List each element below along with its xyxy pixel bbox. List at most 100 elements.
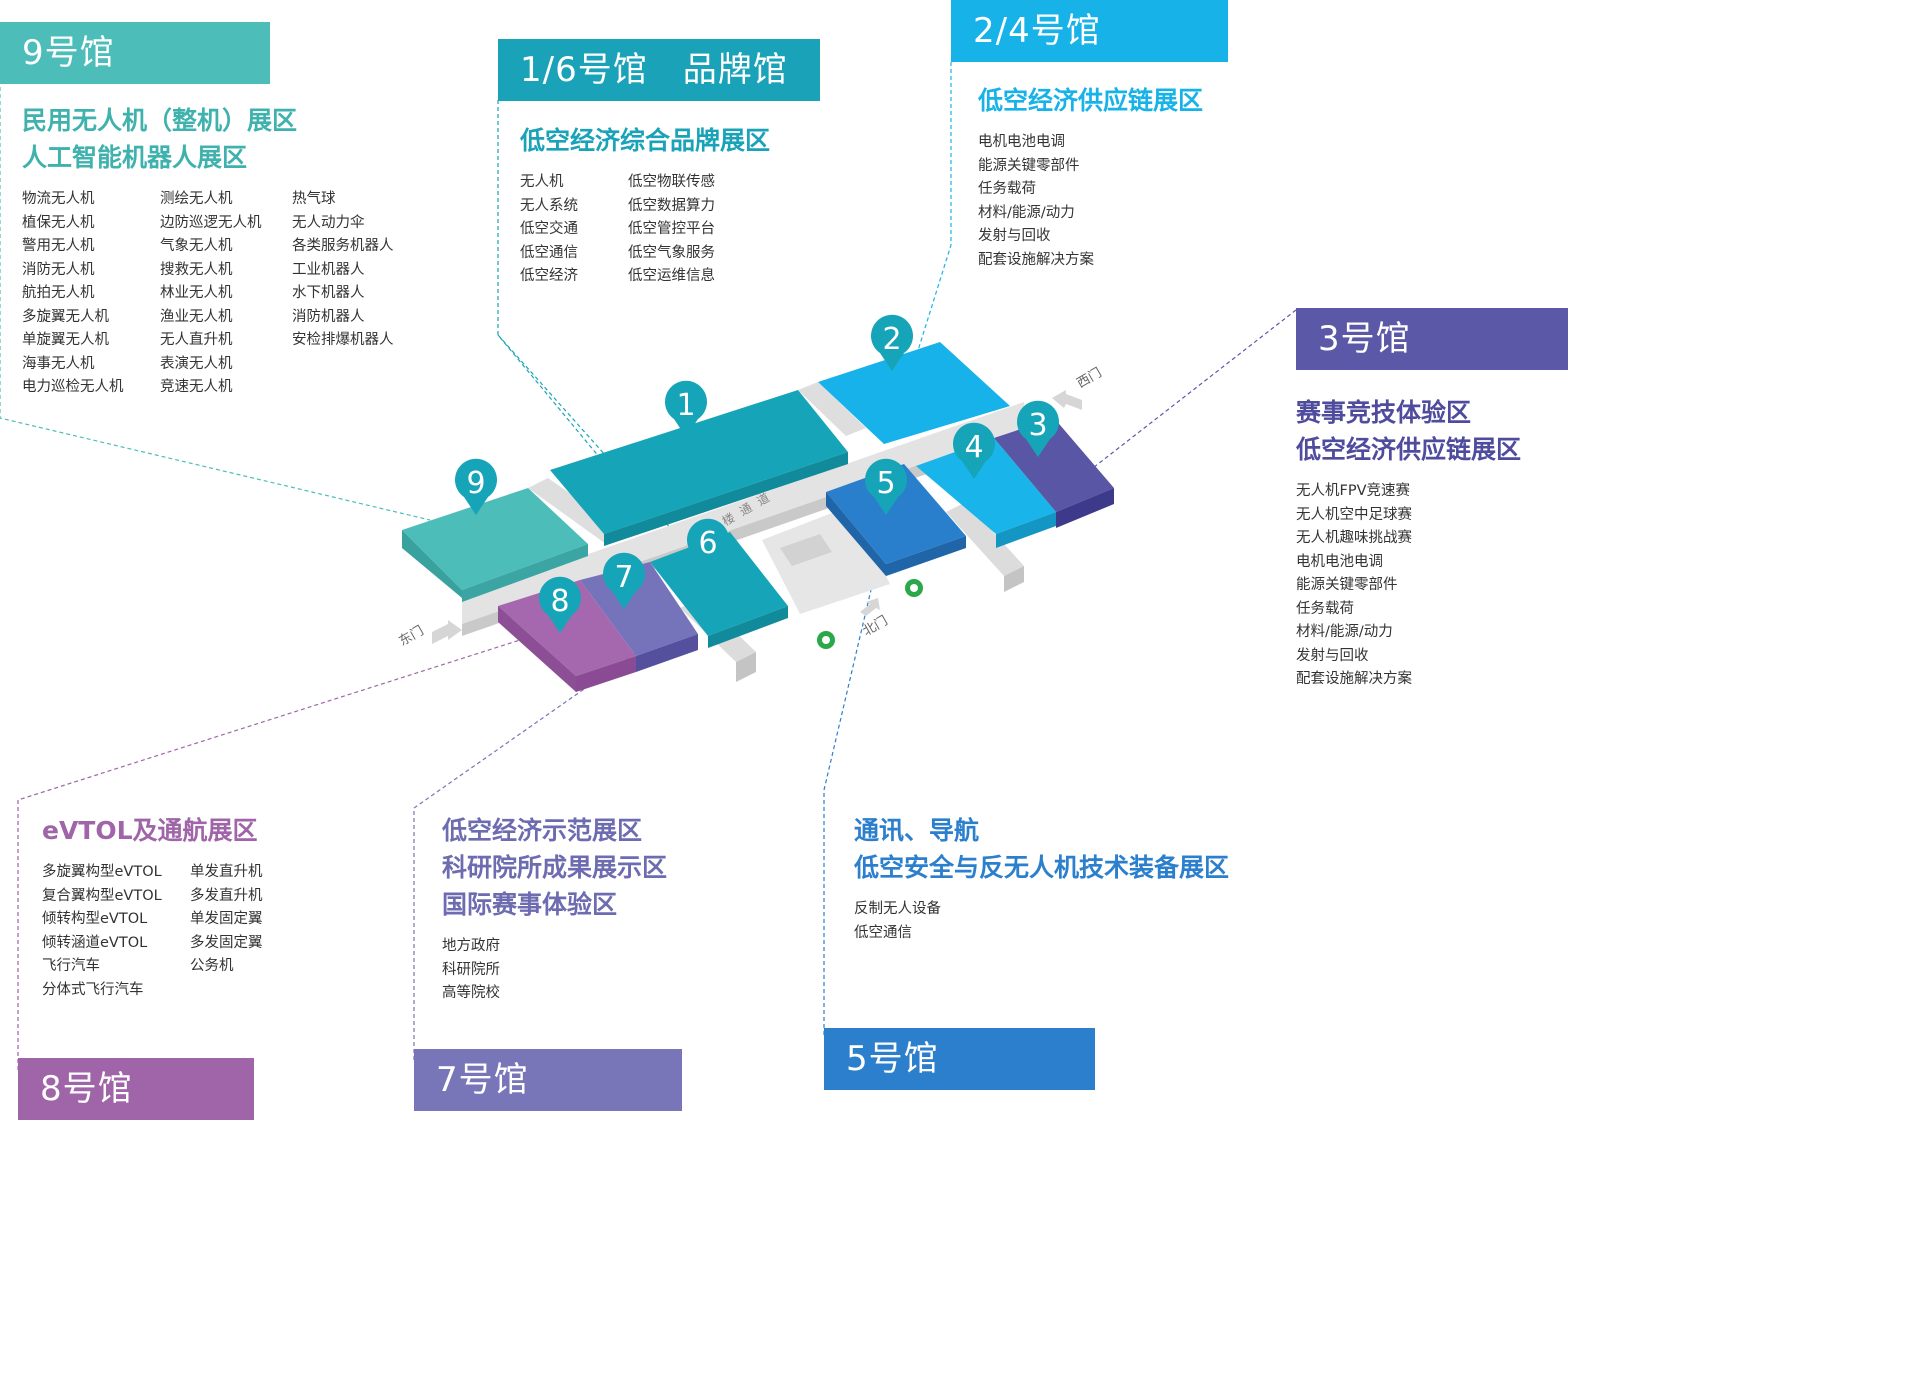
exhibit-item: 单旋翼无人机: [22, 332, 109, 348]
exhibit-item: 测绘无人机: [160, 191, 233, 207]
exhibit-item: 地方政府: [442, 938, 500, 954]
item-column: 低空物联传感低空数据算力低空管控平台低空气象服务低空运维信息: [628, 171, 748, 289]
west-gate-label: 西门: [1075, 365, 1105, 391]
map-pin-9-icon[interactable]: 9: [455, 458, 498, 515]
exhibit-item: 安检排爆机器人: [292, 332, 394, 348]
hall-9-tab: 9号馆: [0, 22, 270, 84]
hall-5-tab: 5号馆: [824, 1028, 1095, 1090]
exhibit-item: 边防巡逻无人机: [160, 214, 262, 231]
hall-1-6-list: 无人机无人系统低空交通低空通信低空经济低空物联传感低空数据算力低空管控平台低空气…: [520, 171, 770, 289]
exhibit-item: 竞速无人机: [160, 379, 233, 395]
exhibit-item: 高等院校: [442, 985, 500, 1001]
hall-9-title-2: 人工智能机器人展区: [22, 143, 248, 172]
hall-5-zone: 通讯、导航 低空安全与反无人机技术装备展区 反制无人设备低空通信: [854, 812, 1229, 945]
hall-block-3[interactable]: [994, 418, 1114, 528]
exhibit-item: 低空管控平台: [628, 221, 715, 237]
hall-3-title-2: 低空经济供应链展区: [1296, 435, 1522, 464]
exhibit-item: 多旋翼无人机: [22, 308, 109, 325]
hall-block-2[interactable]: [818, 342, 1010, 444]
exhibit-item: 植保无人机: [22, 214, 95, 231]
exhibit-item: 公务机: [190, 958, 234, 974]
exhibit-item: 多旋翼构型eVTOL: [42, 864, 162, 880]
hall-9-list: 物流无人机植保无人机警用无人机消防无人机航拍无人机多旋翼无人机单旋翼无人机海事无…: [22, 188, 412, 400]
hall-3-list: 无人机FPV竞速赛无人机空中足球赛无人机趣味挑战赛电机电池电调能源关键零部件任务…: [1296, 480, 1521, 692]
item-column: 物流无人机植保无人机警用无人机消防无人机航拍无人机多旋翼无人机单旋翼无人机海事无…: [22, 188, 160, 400]
exhibit-item: 消防机器人: [292, 308, 365, 325]
map-pin-6-icon[interactable]: 6: [687, 518, 729, 575]
hall-pins: 1 2 34 5 678 9: [455, 314, 1059, 633]
item-column: 电机电池电调能源关键零部件任务载荷材料/能源/动力发射与回收配套设施解决方案: [978, 131, 1178, 272]
hall-block-8[interactable]: [498, 580, 636, 692]
hall-block-9[interactable]: [402, 488, 588, 602]
hall-block-4[interactable]: [916, 438, 1056, 548]
exhibit-item: 物流无人机: [22, 191, 95, 207]
exhibit-item: 无人系统: [520, 197, 578, 214]
map-pin-2-icon[interactable]: 2: [871, 314, 913, 371]
exhibit-item: 搜救无人机: [160, 261, 233, 278]
item-column: 地方政府科研院所高等院校: [442, 935, 642, 1006]
leader-line-7: [413, 649, 641, 1060]
exhibit-item: 渔业无人机: [160, 308, 233, 325]
exhibit-item: 低空通信: [854, 924, 912, 941]
map-pin-4-icon[interactable]: 4: [953, 422, 995, 479]
exhibit-item: 材料/能源/动力: [978, 204, 1075, 221]
exhibit-item: 科研院所: [442, 961, 500, 978]
exhibit-item: 低空通信: [520, 244, 578, 261]
exhibit-item: 能源关键零部件: [978, 157, 1080, 174]
west-gate-arrow-icon: [1052, 390, 1082, 410]
hall-block-6[interactable]: [650, 532, 788, 648]
hall-3-zone: 赛事竞技体验区 低空经济供应链展区 无人机FPV竞速赛无人机空中足球赛无人机趣味…: [1296, 394, 1521, 692]
item-column: 单发直升机多发直升机单发固定翼多发固定翼公务机: [190, 861, 310, 1002]
hall-8-title: eVTOL及通航展区: [42, 816, 258, 845]
hall-7-title-3: 国际赛事体验区: [442, 890, 618, 919]
exhibit-item: 多发固定翼: [190, 934, 263, 951]
exhibit-item: 工业机器人: [292, 261, 365, 278]
exhibit-item: 配套设施解决方案: [1296, 671, 1412, 687]
hall-7-title-1: 低空经济示范展区: [442, 816, 643, 845]
item-column: 反制无人设备低空通信: [854, 898, 1054, 945]
leader-line-3: [1079, 309, 1297, 479]
exhibit-item: 单发固定翼: [190, 911, 263, 927]
exhibit-item: 消防无人机: [22, 261, 95, 278]
exhibit-item: 低空运维信息: [628, 268, 715, 284]
exhibit-item: 电力巡检无人机: [22, 379, 124, 395]
exhibit-item: 水下机器人: [292, 285, 365, 301]
item-column: 无人机FPV竞速赛无人机空中足球赛无人机趣味挑战赛电机电池电调能源关键零部件任务…: [1296, 480, 1496, 692]
hall-3-title-1: 赛事竞技体验区: [1296, 398, 1472, 427]
hall-2-4-title: 低空经济供应链展区: [978, 86, 1204, 115]
hall-block-5[interactable]: [826, 464, 966, 576]
pin-number: 8: [550, 584, 569, 619]
exhibit-item: 表演无人机: [160, 355, 233, 372]
map-pin-3-icon[interactable]: 3: [1017, 400, 1059, 457]
exhibit-item: 倾转构型eVTOL: [42, 911, 148, 927]
exhibit-item: 无人直升机: [160, 332, 233, 348]
exhibit-item: 倾转涵道eVTOL: [42, 934, 148, 951]
pin-number: 2: [882, 322, 901, 357]
pin-number: 9: [466, 466, 485, 501]
exhibit-item: 无人机FPV竞速赛: [1296, 483, 1411, 499]
map-pin-8-icon[interactable]: 8: [539, 576, 582, 633]
hall-3-tab: 3号馆: [1296, 308, 1568, 370]
map-pin-1-icon[interactable]: 1: [664, 380, 707, 437]
pin-number: 5: [876, 466, 895, 501]
exhibit-item: 低空交通: [520, 221, 578, 237]
exhibit-item: 复合翼构型eVTOL: [42, 887, 162, 904]
hall-8-zone: eVTOL及通航展区 多旋翼构型eVTOL 复合翼构型eVTOL 倾转构型eVTOL…: [42, 812, 310, 1002]
exhibit-item: 航拍无人机: [22, 285, 95, 301]
exhibit-item: 电机电池电调: [978, 134, 1065, 150]
exhibit-item: 林业无人机: [160, 285, 233, 301]
exhibit-item: 热气球: [292, 191, 336, 207]
hall-block-1[interactable]: [550, 390, 848, 546]
hall-2-4-zone: 低空经济供应链展区 电机电池电调能源关键零部件任务载荷材料/能源/动力发射与回收…: [978, 82, 1203, 272]
leader-line-2: [914, 62, 952, 361]
hall-5-list: 反制无人设备低空通信: [854, 898, 1229, 945]
map-pin-5-icon[interactable]: 5: [865, 458, 907, 515]
map-pin-7-icon[interactable]: 7: [603, 552, 645, 609]
hall-9-zone: 民用无人机（整机）展区 人工智能机器人展区 物流无人机植保无人机警用无人机消防无…: [22, 102, 412, 400]
hall-7-list: 地方政府科研院所高等院校: [442, 935, 667, 1006]
pin-number: 3: [1028, 408, 1047, 443]
exhibit-item: 发射与回收: [1296, 647, 1369, 664]
north-gate-arrow-icon: [860, 598, 880, 616]
